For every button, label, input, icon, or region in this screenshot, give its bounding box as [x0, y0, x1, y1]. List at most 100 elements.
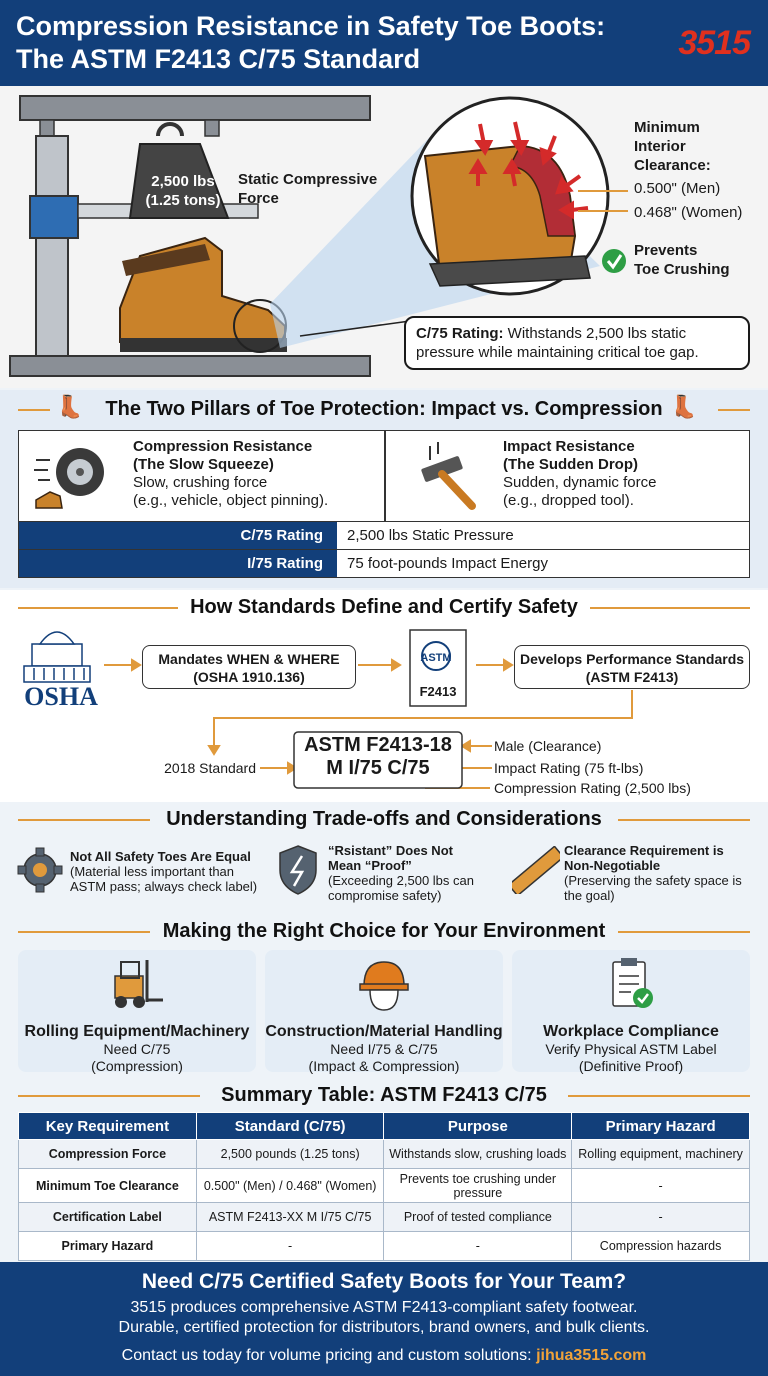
rating-line-2: pressure while maintaining critical toe … — [416, 344, 699, 361]
table-cell: Proof of tested compliance — [383, 1202, 573, 1232]
footer-headline: Need C/75 Certified Safety Boots for You… — [141, 1270, 627, 1293]
tradeoff-item: “Rsistant” Does Not Mean “Proof” (Exceed… — [328, 843, 518, 903]
force-arrows — [468, 121, 589, 220]
weight-value: 2,500 lbs — [151, 173, 215, 190]
divider-left — [18, 409, 50, 411]
astm-label-line-1: ASTM F2413-18 — [304, 734, 452, 756]
boot-icon: 👢 — [56, 394, 84, 419]
rating-row-label: C/75 Rating — [19, 522, 337, 549]
choice-card: Workplace Compliance Verify Physical AST… — [512, 950, 750, 1074]
table-cell: Certification Label — [18, 1202, 197, 1232]
footer-line-1: 3515 produces comprehensive ASTM F2413-c… — [130, 1299, 638, 1316]
compression-pillar: Compression Resistance (The Slow Squeeze… — [133, 438, 378, 510]
develops-box: Develops Performance Standards (ASTM F24… — [514, 645, 750, 689]
tradeoff-desc-1: (Preserving the safety space is — [564, 873, 742, 888]
divider-right — [718, 409, 750, 411]
clearance-title-3: Clearance: — [634, 157, 711, 174]
standards-title: How Standards Define and Certify Safety — [190, 596, 578, 618]
press-clamp — [29, 195, 79, 239]
c75-rating-callout: C/75 Rating: Withstands 2,500 lbs static… — [404, 316, 750, 370]
weight-icon — [128, 143, 230, 219]
table-cell: Compression hazards — [571, 1231, 750, 1261]
table-cell: - — [571, 1202, 750, 1232]
svg-text:ASTM: ASTM — [420, 652, 451, 664]
card-desc-2: (Definitive Proof) — [578, 1058, 684, 1074]
column-header: Standard (C/75) — [195, 1112, 385, 1140]
divider-left — [18, 819, 150, 821]
rating-row: C/75 Rating 2,500 lbs Static Pressure — [18, 522, 750, 550]
impact-pillar: Impact Resistance (The Sudden Drop) Sudd… — [503, 438, 748, 510]
table-cell: - — [195, 1231, 385, 1261]
tradeoff-title-2: Mean “Proof” — [328, 858, 412, 873]
divider-right — [618, 931, 750, 933]
table-row: Compression Force 2,500 pounds (1.25 ton… — [18, 1139, 750, 1169]
card-title: Construction/Material Handling — [265, 1023, 503, 1040]
ruler-icon — [512, 846, 560, 894]
press-top-beam — [19, 95, 371, 121]
force-line-2: Force — [238, 190, 279, 207]
rating-bold: C/75 Rating: — [416, 325, 504, 342]
prevents-line-1: Prevents — [634, 242, 698, 259]
clearance-women: 0.468" (Women) — [634, 204, 743, 221]
tradeoff-title: Clearance Requirement is — [564, 843, 724, 858]
weight-label: 2,500 lbs (1.25 tons) — [138, 172, 228, 210]
compression-title-1: Compression Resistance — [133, 438, 313, 455]
summary-title: Summary Table: ASTM F2413 C/75 — [221, 1084, 547, 1106]
astm-label: ASTM F2413-18 M I/75 C/75 — [294, 734, 462, 780]
table-cell: Primary Hazard — [18, 1231, 197, 1261]
table-cell: Prevents toe crushing under pressure — [383, 1168, 573, 1203]
clearance-callout: Minimum Interior Clearance: 0.500" (Men)… — [634, 118, 764, 222]
rating-row-value: 75 foot-pounds Impact Energy — [337, 550, 749, 577]
tradeoffs-title: Understanding Trade-offs and Considerati… — [166, 808, 602, 830]
tradeoff-title: Not All Safety Toes Are Equal — [70, 849, 251, 864]
certification-label-box — [293, 731, 463, 789]
check-icon — [602, 249, 626, 273]
pillars-title: The Two Pillars of Toe Protection: Impac… — [105, 398, 663, 420]
boot-icon: 👢 — [670, 394, 698, 419]
clearance-title-1: Minimum — [634, 119, 700, 136]
mandates-line-2: (OSHA 1910.136) — [193, 669, 305, 685]
clearance-men: 0.500" (Men) — [634, 180, 721, 197]
year-label: 2018 Standard — [164, 760, 256, 776]
compression-desc-1: Slow, crushing force — [133, 474, 268, 491]
divider-left — [18, 607, 178, 609]
compression-label: Compression Rating (2,500 lbs) — [494, 780, 691, 796]
pillars-divider — [384, 430, 386, 522]
divider-left — [18, 1095, 200, 1097]
summary-table: Key Requirement Standard (C/75) Purpose … — [18, 1112, 750, 1261]
tradeoff-title-2: Non-Negotiable — [564, 858, 661, 873]
brand-logo: 3515 — [678, 24, 751, 62]
weight-tons: (1.25 tons) — [145, 192, 221, 209]
tire-icon — [34, 448, 104, 509]
hammer-icon — [421, 442, 476, 510]
prevents-label: Prevents Toe Crushing — [634, 241, 764, 279]
forklift-icon — [114, 960, 163, 1008]
card-desc-2: (Compression) — [91, 1058, 183, 1074]
force-line-1: Static Compressive — [238, 171, 378, 188]
compression-desc-2: (e.g., vehicle, object pinning). — [133, 492, 329, 509]
male-label: Male (Clearance) — [494, 738, 602, 754]
shield-icon — [279, 845, 317, 895]
impact-title-1: Impact Resistance — [503, 438, 635, 455]
rating-line-1: Withstands 2,500 lbs static — [503, 325, 687, 342]
tradeoff-desc-1: (Exceeding 2,500 lbs can — [328, 873, 474, 888]
tradeoff-desc-2: compromise safety) — [328, 888, 442, 903]
impact-label: Impact Rating (75 ft-lbs) — [494, 760, 644, 776]
capitol-icon — [23, 631, 91, 683]
prevents-line-2: Toe Crushing — [634, 261, 730, 278]
card-desc-2: (Impact & Compression) — [308, 1058, 460, 1074]
website-link[interactable]: jihua3515.com — [536, 1347, 647, 1364]
impact-desc-1: Sudden, dynamic force — [503, 474, 657, 491]
clipboard-check-icon — [612, 958, 653, 1008]
force-label: Static Compressive Force — [238, 170, 398, 208]
pillars-rating-table: C/75 Rating 2,500 lbs Static Pressure I/… — [18, 522, 750, 578]
mandates-line-1: Mandates WHEN & WHERE — [158, 651, 340, 667]
page-title: Compression Resistance in Safety Toe Boo… — [16, 10, 656, 76]
table-header-row: Key Requirement Standard (C/75) Purpose … — [18, 1112, 750, 1140]
footer-contact: Contact us today for volume pricing and … — [0, 1347, 768, 1365]
table-cell: 2,500 pounds (1.25 tons) — [195, 1139, 385, 1169]
document-label: F2413 — [419, 684, 457, 699]
osha-logo: OSHA — [24, 682, 98, 711]
rating-row: I/75 Rating 75 foot-pounds Impact Energy — [18, 550, 750, 578]
card-desc-1: Need C/75 — [103, 1041, 171, 1057]
